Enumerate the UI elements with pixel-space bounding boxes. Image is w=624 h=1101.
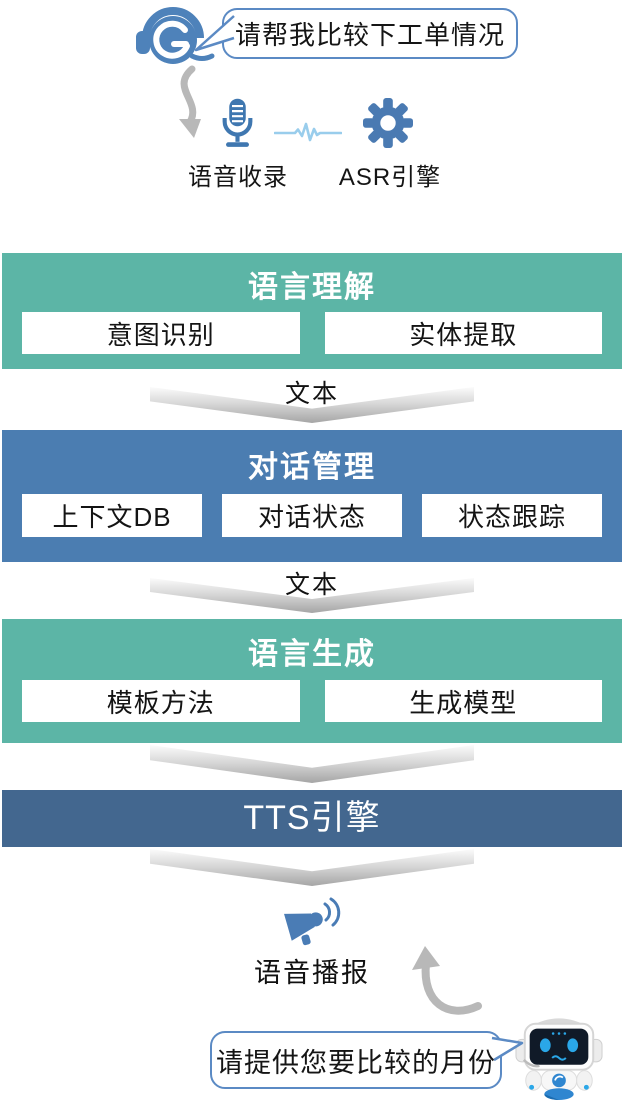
block-language-understanding: 语言理解 意图识别 实体提取: [2, 253, 622, 369]
item-state-tracking: 状态跟踪: [422, 494, 602, 537]
item-intent-recognition: 意图识别: [22, 312, 300, 354]
voice-broadcast-label: 语音播报: [254, 958, 370, 988]
gear-icon: [363, 98, 413, 148]
user-speech-bubble: 请帮我比较下工单情况: [222, 8, 518, 59]
item-dialog-state: 对话状态: [222, 494, 402, 537]
chevron-down-arrow: [150, 849, 474, 886]
bot-speech-text: 请提供您要比较的月份: [216, 1047, 496, 1078]
block-item-row: 意图识别 实体提取: [22, 312, 602, 354]
block-language-generation: 语言生成 模板方法 生成模型: [2, 619, 622, 743]
user-bubble-tail: [194, 15, 235, 52]
curved-arrow-up-icon: [412, 946, 482, 1015]
block-title: 对话管理: [248, 451, 376, 484]
waveform-icon: [274, 122, 342, 142]
megaphone-icon: [284, 897, 341, 946]
block-title: 语言生成: [248, 638, 376, 671]
chevron-down-arrow: [150, 745, 474, 783]
headset-agent-icon: [136, 7, 215, 64]
block-title: 语言理解: [248, 271, 376, 304]
asr-engine-label: ASR引擎: [338, 164, 442, 191]
robot-icon: [515, 1018, 603, 1100]
block-item-row: 模板方法 生成模型: [22, 680, 602, 722]
item-entity-extraction: 实体提取: [324, 312, 602, 354]
tts-engine-bar: TTS引擎: [2, 790, 622, 847]
curved-arrow-down-icon: [179, 65, 201, 138]
flow-text-label: 文本: [284, 380, 339, 408]
item-template-method: 模板方法: [22, 680, 300, 722]
item-context-db: 上下文DB: [22, 494, 202, 537]
block-dialog-management: 对话管理 上下文DB 对话状态 状态跟踪: [2, 430, 622, 562]
microphone-icon: [222, 98, 253, 147]
item-generation-model: 生成模型: [324, 680, 602, 722]
bot-speech-bubble: 请提供您要比较的月份: [210, 1031, 502, 1089]
voice-capture-label: 语音收录: [188, 164, 288, 191]
user-speech-text: 请帮我比较下工单情况: [234, 20, 505, 50]
flow-text-label: 文本: [284, 571, 339, 599]
bot-bubble-tail: [491, 1036, 524, 1062]
block-item-row: 上下文DB 对话状态 状态跟踪: [22, 494, 602, 537]
